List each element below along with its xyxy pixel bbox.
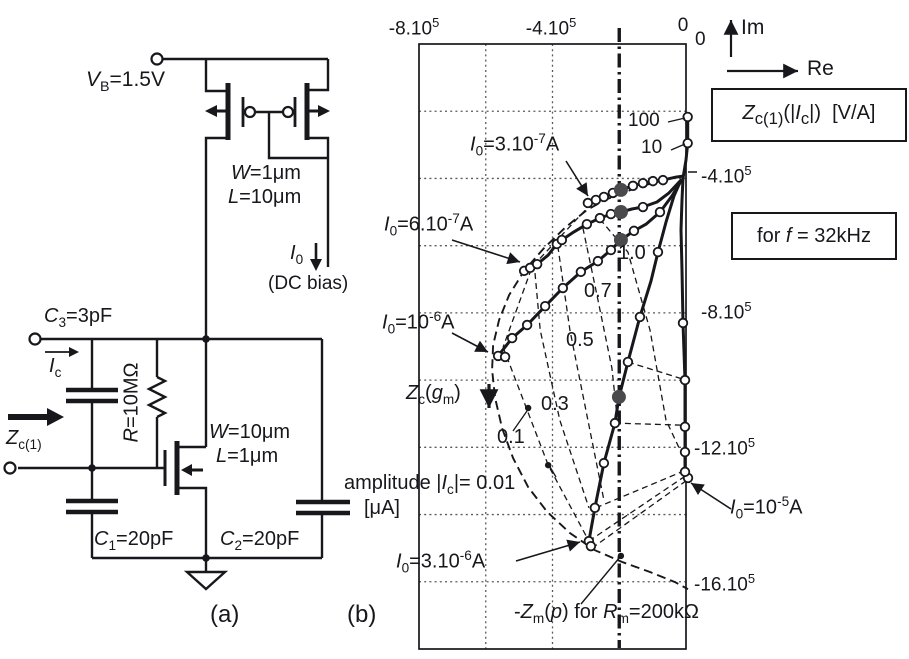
- x-tick--8e5: -8.105: [388, 15, 440, 40]
- panel-b-label: (b): [347, 601, 377, 628]
- mirror-width-label: W=1μm: [231, 162, 301, 184]
- pmos-gate-bubble-left: [243, 105, 257, 119]
- y-tick--4e5: -4.105: [701, 163, 752, 188]
- curve-I0=10-5A: [679, 176, 690, 480]
- nmos-length-label: L=1μm: [216, 445, 279, 467]
- panel-a-label: (a): [210, 601, 240, 628]
- resistor-zigzag: [146, 375, 168, 419]
- curve-label-i0-3e-7: I0=3.10-7A: [470, 131, 560, 159]
- frequency-box: for f = 32kHz: [731, 212, 897, 260]
- legend-impedance-box: Zc(1)(|Ic|) [V/A]: [711, 88, 907, 142]
- y-tick--16e5: -16.105: [694, 571, 756, 596]
- zc1-arrowhead: [47, 408, 64, 426]
- amplitude-unit-label: [μA]: [364, 497, 400, 519]
- plot-border: [418, 43, 687, 650]
- plot-annotations: [451, 20, 798, 605]
- impedance-plot: [418, 28, 694, 650]
- zc-gm-locus: [491, 179, 689, 591]
- bias-current-arrowhead: [310, 259, 322, 271]
- zc1-label: Zc(1): [6, 427, 42, 452]
- curve-I0=6.10-7A: [522, 179, 682, 273]
- resistor-label: R=10MΩ: [120, 362, 143, 443]
- terminal-zc1: [3, 461, 17, 475]
- ground-symbol: [183, 570, 229, 591]
- node-dot-source: [202, 554, 210, 562]
- amplitude-100: 100: [628, 110, 660, 131]
- curve-I0=3.10-6A: [587, 178, 683, 543]
- y-tick--12e5: -12.105: [694, 435, 756, 460]
- c1-label: C1=20pF: [94, 528, 174, 553]
- amplitude-0-1: 0.1: [497, 426, 525, 448]
- pmos-left-source-arrowhead: [205, 105, 217, 117]
- capacitor-plates: [66, 387, 350, 516]
- node-dot-gate: [88, 464, 96, 472]
- circuit-schematic: [3, 52, 350, 591]
- nmos-source-arrowhead: [181, 464, 192, 476]
- curve-label-i0-1e-5: I0=10-5A: [730, 494, 803, 522]
- pmos-right-source-arrowhead: [318, 105, 330, 117]
- oscillation-points: [611, 182, 628, 404]
- node-dot-drain: [202, 335, 210, 343]
- grid-lines: [419, 44, 686, 649]
- legend-impedance-text: Zc(1)(|Ic|) [V/A]: [742, 101, 876, 128]
- pmos-gate-bubble-right: [281, 105, 295, 119]
- pmos-gate-bars: [241, 97, 297, 127]
- terminal-vb: [150, 52, 164, 66]
- c3-label: C3=3pF: [44, 305, 113, 330]
- wire-set: [18, 57, 330, 571]
- ic-arrowhead: [69, 347, 79, 357]
- nmos-width-label: W=10μm: [209, 421, 290, 443]
- pmos-channel-bars: [225, 83, 310, 140]
- x-tick--4e5: -4.105: [525, 15, 577, 40]
- y-tick--8e5: -8.105: [701, 299, 752, 324]
- amplitude-label: amplitude |Ic|= 0.01: [344, 472, 516, 497]
- c2-label: C2=20pF: [220, 528, 300, 553]
- iso-amplitude-web: [502, 202, 687, 549]
- frequency-text: for f = 32kHz: [757, 224, 871, 247]
- curve-label-i0-3e-6: I0=3.10-6A: [396, 548, 486, 576]
- mirror-length-label: L=10μm: [228, 186, 302, 208]
- curve-high-amplitude-stem: [681, 115, 690, 180]
- im-origin-label: 0: [695, 29, 706, 50]
- bias-current-label: I0: [290, 242, 304, 267]
- amplitude-0-3: 0.3: [541, 393, 569, 415]
- zcgm-label: Zc(gm): [406, 382, 461, 407]
- supply-voltage-label: VB=1.5V: [86, 68, 165, 96]
- zm-label: -Zm(p) for Rm=200kΩ: [514, 601, 699, 626]
- im-axis-label: Im: [741, 16, 765, 39]
- amplitude-0-7: 0.7: [584, 280, 612, 302]
- ic-label: Ic: [49, 355, 62, 380]
- curve-markers: [492, 111, 694, 552]
- curve-label-i0-1e-6: I0=10-6A: [382, 309, 455, 337]
- terminal-ic: [28, 332, 42, 346]
- amplitude-0-5: 0.5: [566, 329, 594, 351]
- amplitude-1-0: 1.0: [618, 242, 646, 264]
- dc-bias-note: (DC bias): [268, 273, 349, 294]
- x-tick-0: 0: [677, 15, 689, 36]
- curve-label-i0-6e-7: I0=6.10-7A: [384, 211, 474, 239]
- amplitude-10: 10: [641, 137, 663, 158]
- re-axis-label: Re: [807, 57, 834, 80]
